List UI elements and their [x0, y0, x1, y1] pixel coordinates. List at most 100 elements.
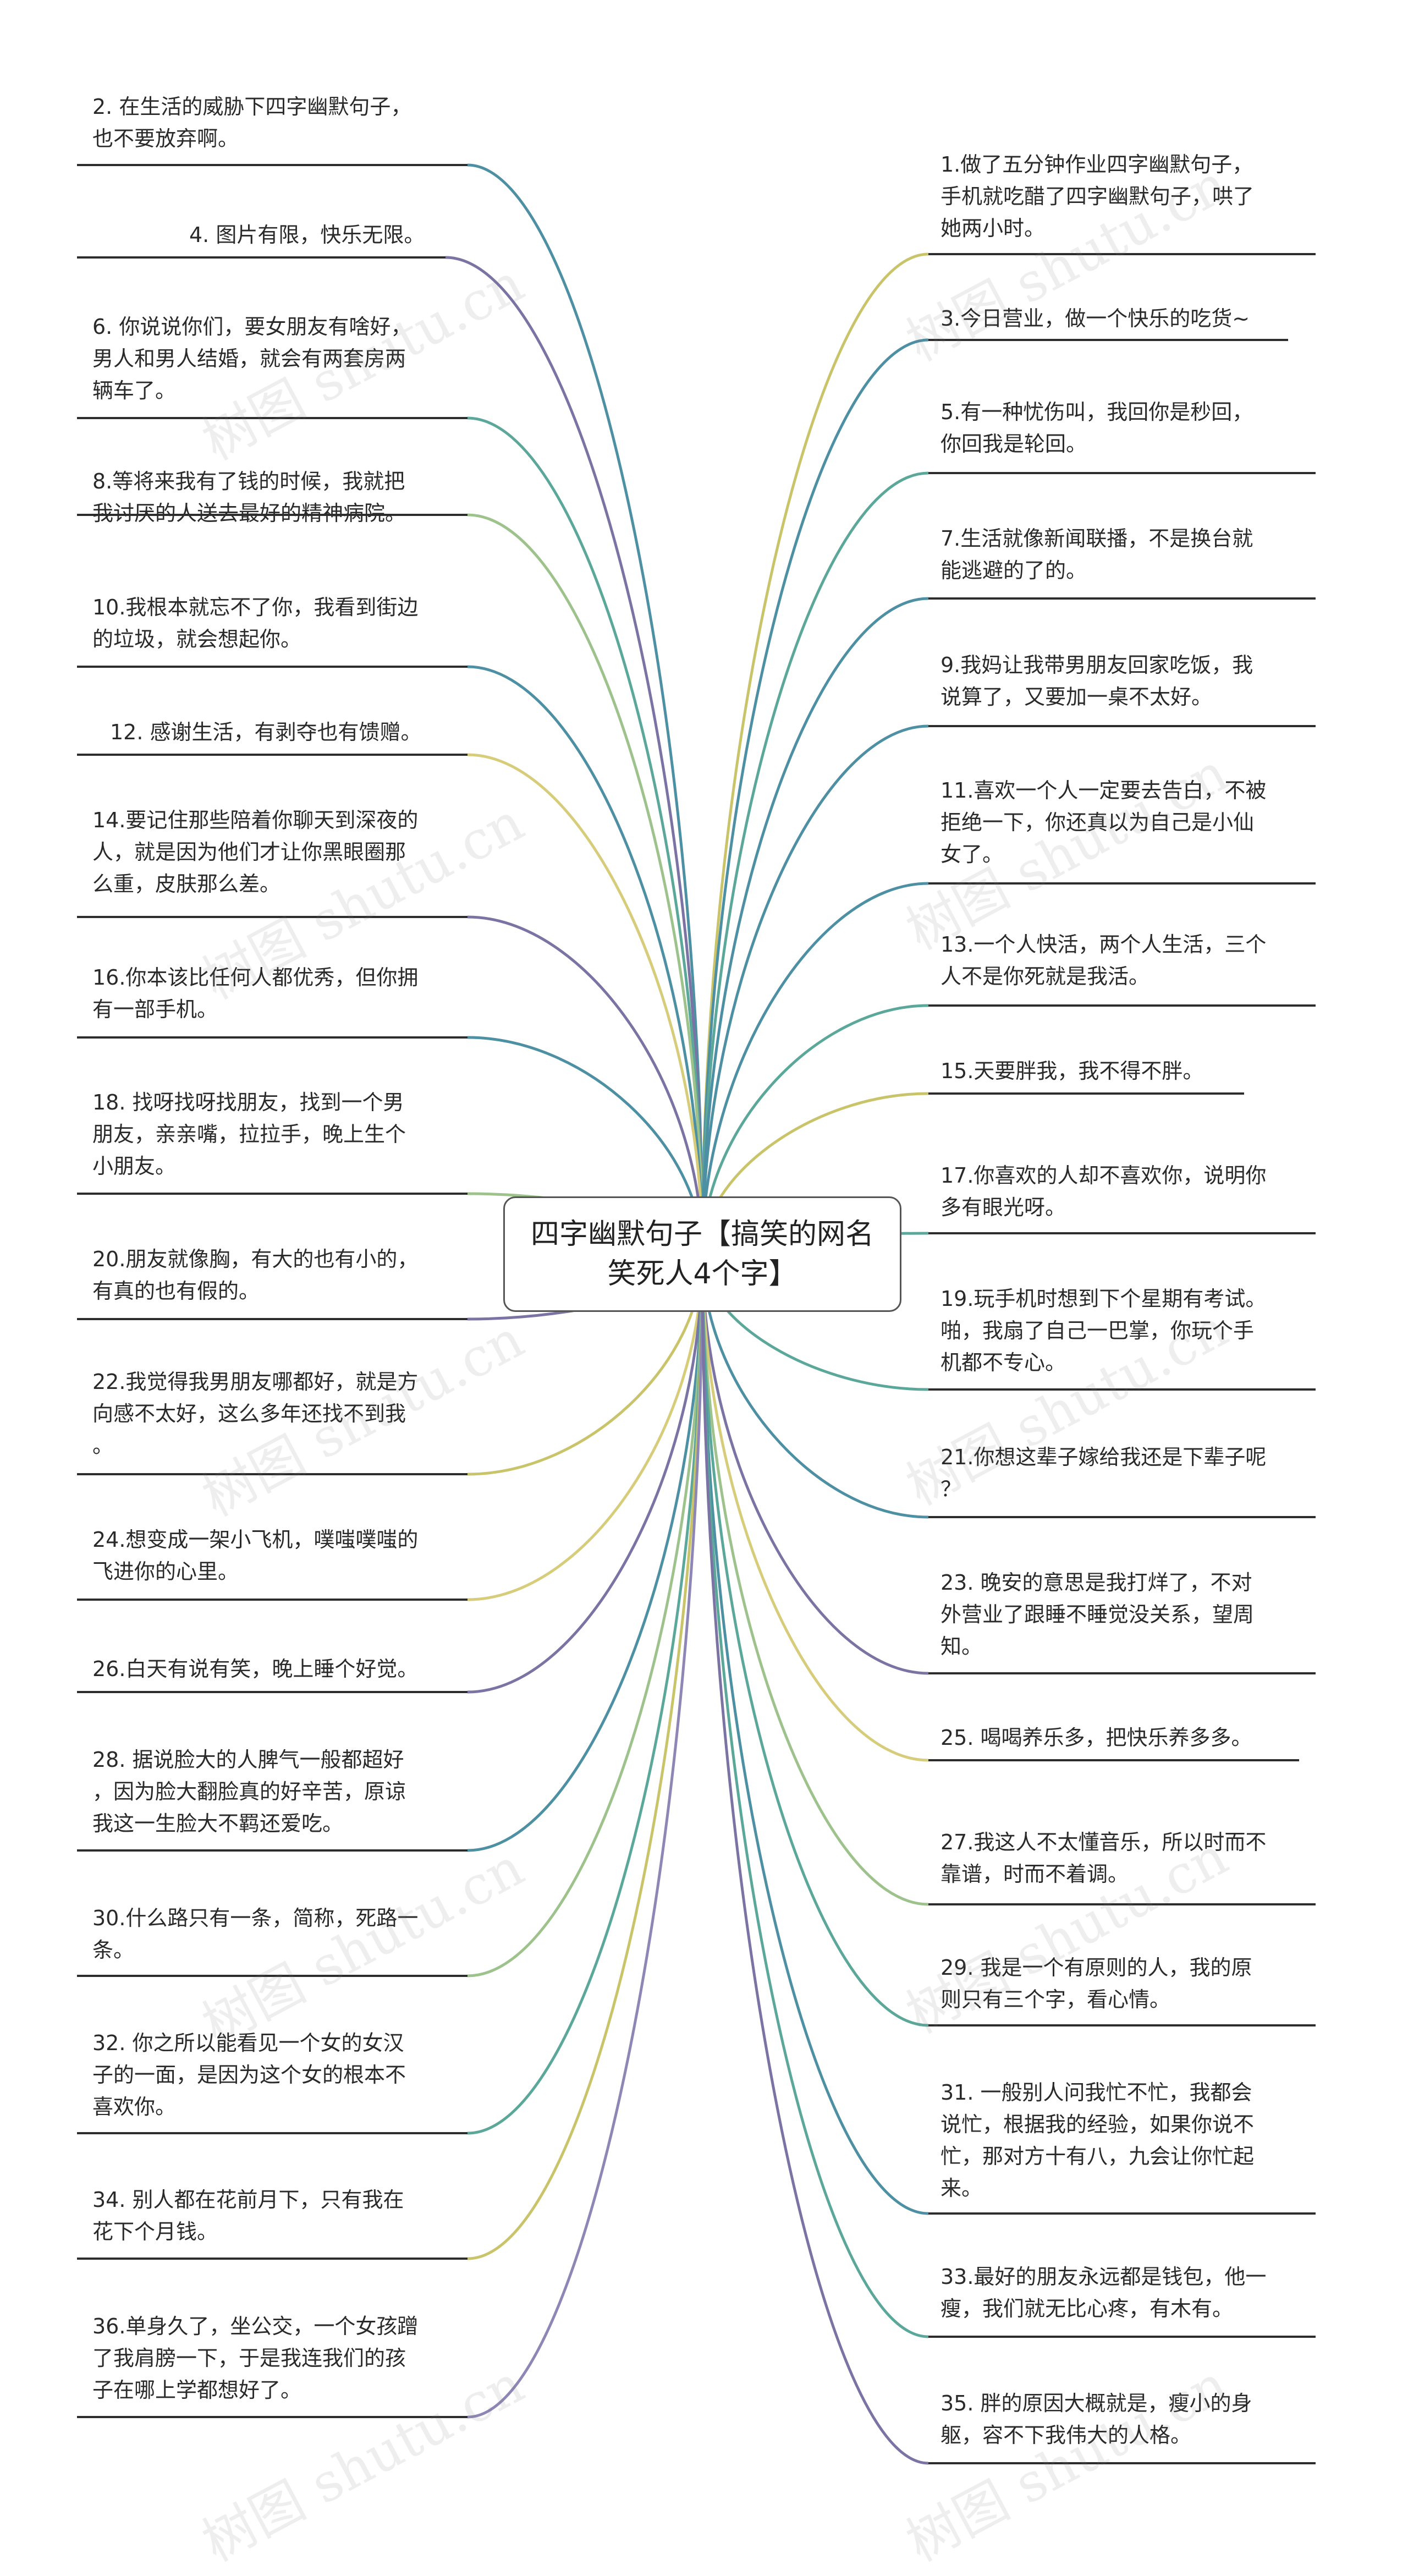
- right-node-underline: [928, 2212, 1316, 2215]
- right-node[interactable]: 33.最好的朋友永远都是钱包，他一 瘦，我们就无比心疼，有木有。: [941, 2265, 1267, 2321]
- left-node[interactable]: 22.我觉得我男朋友哪都好，就是方 向感不太好，这么多年还找不到我 。: [92, 1370, 419, 1458]
- right-node-underline: [928, 339, 1288, 341]
- left-node-underline: [77, 1473, 468, 1475]
- right-node[interactable]: 5.有一种忧伤叫，我回你是秒回， 你回我是轮回。: [941, 400, 1253, 456]
- right-node[interactable]: 27.我这人不太懂音乐，所以时而不 靠谱，时而不着调。: [941, 1830, 1267, 1886]
- central-topic[interactable]: 四字幽默句子【搞笑的网名笑死人4个字】: [503, 1196, 901, 1312]
- left-node[interactable]: 34. 别人都在花前月下，只有我在 花下个月钱。: [92, 2188, 404, 2244]
- connector-curve: [445, 256, 704, 1255]
- connector-curve: [701, 338, 929, 1255]
- connector-curve: [701, 597, 929, 1255]
- left-node[interactable]: 8.等将来我有了钱的时候，我就把 我讨厌的人送去最好的精神病院。: [92, 469, 406, 525]
- connector-curve: [467, 1254, 704, 2135]
- connector-curve: [467, 1254, 704, 2260]
- right-node-underline: [928, 2024, 1316, 2026]
- connector-curve: [701, 1254, 929, 1675]
- left-node[interactable]: 12. 感谢生活，有剥夺也有馈赠。: [110, 720, 422, 744]
- left-node-underline: [77, 417, 468, 419]
- connector-curve: [467, 513, 704, 1255]
- right-node[interactable]: 25. 喝喝养乐多，把快乐养多多。: [941, 1726, 1252, 1750]
- left-node-underline: [77, 164, 468, 166]
- connector-curve: [467, 753, 704, 1255]
- right-node-underline: [928, 1092, 1244, 1095]
- connector-curve: [701, 471, 929, 1255]
- connector-curve: [701, 252, 929, 1255]
- left-node[interactable]: 6. 你说说你们，要女朋友有啥好， 男人和男人结婚，就会有两套房两 辆车了。: [92, 315, 412, 403]
- right-node-underline: [928, 1759, 1299, 1761]
- left-node[interactable]: 14.要记住那些陪着你聊天到深夜的 人，就是因为他们才让你黑眼圈那 么重，皮肤那…: [92, 808, 419, 896]
- left-node-underline: [77, 1193, 468, 1195]
- left-node[interactable]: 18. 找呀找呀找朋友，找到一个男 朋友，亲亲嘴，拉拉手，晚上生个 小朋友。: [92, 1090, 406, 1178]
- right-node[interactable]: 1.做了五分钟作业四字幽默句子， 手机就吃醋了四字幽默句子，哄了 她两小时。: [941, 152, 1255, 240]
- connector-curve: [701, 1254, 929, 2027]
- right-node-underline: [928, 2462, 1316, 2464]
- right-node[interactable]: 31. 一般别人问我忙不忙，我都会 说忙，根据我的经验，如果你说不 忙，那对方十…: [941, 2080, 1255, 2200]
- right-node[interactable]: 17.你喜欢的人却不喜欢你，说明你 多有眼光呀。: [941, 1163, 1267, 1220]
- left-node-underline: [77, 1849, 468, 1852]
- right-node[interactable]: 7.生活就像新闻联播，不是换台就 能逃避的了的。: [941, 526, 1253, 583]
- connector-curve: [467, 915, 704, 1255]
- left-node[interactable]: 26.白天有说有笑，晚上睡个好觉。: [92, 1657, 419, 1681]
- left-node[interactable]: 4. 图片有限，快乐无限。: [189, 223, 425, 247]
- connector-curve: [467, 1254, 704, 1694]
- left-node-underline: [77, 256, 446, 259]
- left-node-underline: [77, 1036, 468, 1039]
- right-node-underline: [928, 1388, 1316, 1391]
- left-node[interactable]: 2. 在生活的威胁下四字幽默句子， 也不要放弃啊。: [92, 95, 412, 151]
- left-node-underline: [77, 2258, 468, 2260]
- right-node[interactable]: 21.你想这辈子嫁给我还是下辈子呢 ？: [941, 1445, 1267, 1501]
- right-node-underline: [928, 472, 1316, 474]
- central-topic-label: 四字幽默句子【搞笑的网名笑死人4个字】: [530, 1218, 874, 1290]
- left-node-underline: [77, 1318, 468, 1320]
- left-node-underline: [77, 514, 468, 516]
- left-node[interactable]: 28. 据说脸大的人脾气一般都超好 ，因为脸大翻脸真的好辛苦，原谅 我这一生脸大…: [92, 1748, 406, 1836]
- connector-curve: [467, 1254, 704, 1852]
- connector-curve: [467, 1254, 704, 1601]
- connector-curve: [467, 1254, 704, 1978]
- right-node-underline: [928, 1232, 1316, 1234]
- right-node[interactable]: 23. 晚安的意思是我打烊了，不对 外营业了跟睡不睡觉没关系，望周 知。: [941, 1570, 1255, 1658]
- connector-curve: [467, 163, 704, 1255]
- left-node-underline: [77, 1691, 468, 1693]
- left-node-underline: [77, 666, 468, 668]
- left-node[interactable]: 20.朋友就像胸，有大的也有小的， 有真的也有假的。: [92, 1247, 419, 1303]
- left-node[interactable]: 24.想变成一架小飞机，噗嗤噗嗤的 飞进你的心里。: [92, 1528, 419, 1584]
- left-node[interactable]: 10.我根本就忘不了你，我看到街边 的垃圾，就会想起你。: [92, 595, 419, 651]
- right-node-underline: [928, 1672, 1316, 1674]
- left-node-underline: [77, 1975, 468, 1977]
- left-node-underline: [77, 2132, 468, 2134]
- right-node-underline: [928, 725, 1316, 727]
- connector-curve: [701, 1254, 929, 2215]
- connector-curve: [701, 724, 929, 1255]
- right-node-underline: [928, 882, 1316, 885]
- right-node-underline: [928, 1004, 1316, 1007]
- left-node[interactable]: 16.你本该比任何人都优秀，但你拥 有一部手机。: [92, 965, 419, 1021]
- left-node[interactable]: 30.什么路只有一条，简称，死路一 条。: [92, 1906, 419, 1962]
- right-node[interactable]: 19.玩手机时想到下个星期有考试。 啪，我扇了自己一巴掌，你玩个手 机都不专心。: [941, 1287, 1267, 1375]
- left-node[interactable]: 32. 你之所以能看见一个女的女汉 子的一面，是因为这个女的根本不 喜欢你。: [92, 2031, 406, 2119]
- right-node-underline: [928, 597, 1316, 600]
- connector-curve: [701, 1254, 929, 2465]
- right-node[interactable]: 35. 胖的原因大概就是，瘦小的身 躯，容不下我伟大的人格。: [941, 2391, 1252, 2447]
- right-node[interactable]: 13.一个人快活，两个人生活，三个 人不是你死就是我活。: [941, 932, 1267, 988]
- connector-curve: [701, 1254, 929, 2338]
- left-node-underline: [77, 916, 468, 918]
- right-node-underline: [928, 1903, 1316, 1905]
- left-node-underline: [77, 754, 468, 756]
- left-node[interactable]: 36.单身久了，坐公交，一个女孩蹭 了我肩膀一下，于是我连我们的孩 子在哪上学都…: [92, 2314, 419, 2402]
- right-node[interactable]: 9.我妈让我带男朋友回家吃饭，我 说算了，又要加一桌不太好。: [941, 653, 1253, 709]
- connector-curve: [701, 1254, 929, 1906]
- left-node-underline: [77, 2416, 468, 2418]
- right-node[interactable]: 15.天要胖我，我不得不胖。: [941, 1059, 1204, 1083]
- connector-curve: [467, 665, 704, 1255]
- right-node[interactable]: 3.今日营业，做一个快乐的吃货~: [941, 306, 1250, 331]
- right-node-underline: [928, 1516, 1316, 1518]
- right-node[interactable]: 29. 我是一个有原则的人，我的原 则只有三个字，看心情。: [941, 1956, 1252, 2012]
- connector-curve: [701, 882, 929, 1255]
- right-node-underline: [928, 253, 1316, 255]
- right-node-underline: [928, 2336, 1316, 2338]
- connector-curve: [701, 1254, 929, 1762]
- right-node[interactable]: 11.喜欢一个人一定要去告白，不被 拒绝一下，你还真以为自己是小仙 女了。: [941, 778, 1267, 866]
